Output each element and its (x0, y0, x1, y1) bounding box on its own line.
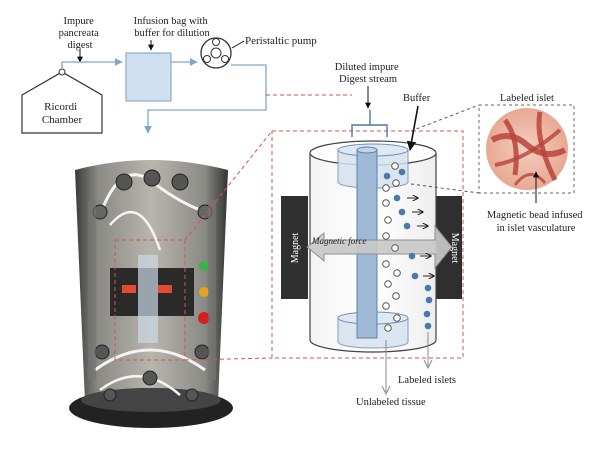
particle-stream (382, 162, 433, 332)
unlabeled-particle (384, 280, 392, 288)
labeled-bead (383, 172, 391, 180)
labeled-islet-label: Labeled islet (500, 93, 554, 104)
unlabeled-particle (393, 314, 401, 322)
labeled-islets-label: Labeled islets (398, 375, 456, 386)
labeled-outlet-arrowhead (423, 359, 433, 370)
infusion-bag-label: Infusion bag with buffer for dilution (134, 16, 211, 39)
right-magnet-label: Magnet (449, 233, 460, 264)
labeled-bead (411, 272, 419, 280)
labeled-bead (403, 222, 411, 230)
unlabeled-particle (382, 232, 390, 240)
callout-connector-top (184, 130, 273, 241)
unlabeled-particle (382, 199, 390, 207)
unlabeled-particle (382, 260, 390, 268)
labeled-islet-micrograph (486, 108, 568, 190)
unlabeled-particle (392, 179, 400, 187)
bead-drift-arrows (407, 198, 434, 276)
column-callout-box (271, 130, 464, 359)
labeled-bead (424, 322, 432, 330)
separator-device-photo (69, 160, 233, 428)
callout-connector-bottom (184, 357, 273, 361)
flow-to-separator (144, 64, 267, 134)
pump-label: Peristaltic pump (245, 35, 317, 47)
inset-connector-top (410, 104, 480, 132)
unlabeled-outlet-arrowhead (381, 385, 391, 396)
peristaltic-pump-icon (200, 37, 232, 69)
left-magnet-label: Magnet (290, 233, 301, 264)
buffer-label: Buffer (403, 93, 431, 104)
buffer-arrow (406, 105, 419, 151)
pump-pointer (231, 40, 245, 49)
unlabeled-particle (391, 244, 399, 252)
unlabeled-particle (384, 216, 392, 224)
labeled-bead (393, 194, 401, 202)
magnetic-force-arrow (306, 224, 453, 270)
unlabeled-tissue-label: Unlabeled tissue (356, 397, 426, 408)
flow-to-infusion-bag (61, 58, 123, 69)
labeled-bead (423, 310, 431, 318)
unlabeled-particle (392, 292, 400, 300)
left-magnet (281, 196, 308, 299)
unlabeled-particle (393, 269, 401, 277)
unlabeled-particle (382, 184, 390, 192)
diluted-stream-label: Diluted impure Digest stream (335, 62, 402, 85)
unlabeled-particle (382, 302, 390, 310)
infusion-bag (125, 52, 172, 102)
device-callout-box (114, 239, 186, 361)
labeled-bead (425, 296, 433, 304)
unlabeled-particle (391, 162, 399, 170)
islet-inset-box (478, 104, 575, 194)
magnetic-bead-label: Magnetic bead infused in islet vasculatu… (487, 210, 585, 234)
labeled-bead (398, 168, 406, 176)
magnetic-force-label: Magnetic force (311, 236, 366, 246)
chamber-outlet-port (58, 68, 66, 76)
labeled-bead (398, 208, 406, 216)
ricordi-label: Ricordi Chamber (42, 101, 83, 126)
ricordi-chamber: Ricordi Chamber (21, 71, 103, 134)
impure-digest-label: Impure pancreata digest (59, 16, 102, 51)
labeled-bead (424, 284, 432, 292)
labeled-bead (408, 252, 416, 260)
unlabeled-particle (384, 324, 392, 332)
